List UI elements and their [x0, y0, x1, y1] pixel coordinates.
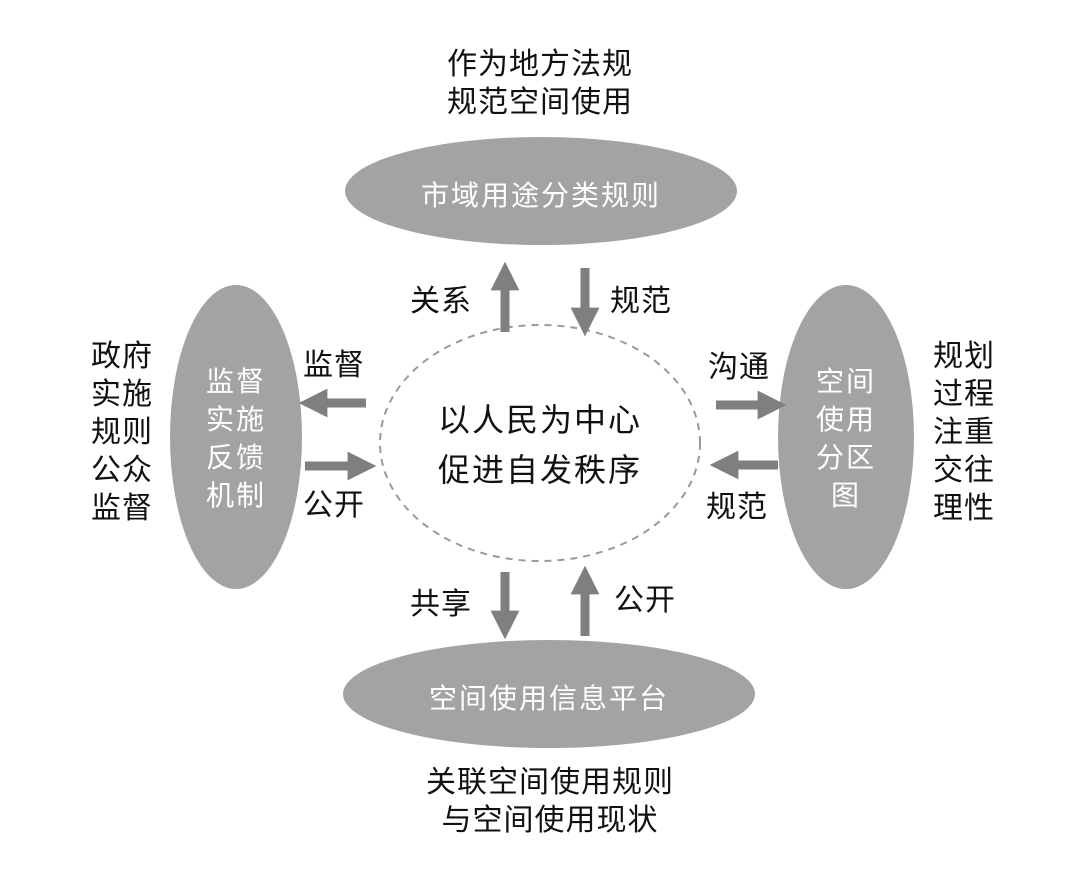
top-note-line1: 作为地方法规	[447, 47, 633, 82]
center-text: 以人民为中心 促进自发秩序	[400, 395, 680, 495]
left-ellipse-line: 机制	[205, 479, 266, 512]
right-note-line: 交往	[933, 453, 995, 488]
center-dashed-circle	[379, 324, 701, 562]
left-note-line: 规则	[91, 415, 153, 450]
right-arrow-left-label: 规范	[706, 490, 768, 525]
right-ellipse-line: 使用	[815, 403, 876, 436]
center-line1: 以人民为中心	[437, 401, 642, 439]
bottom-arrow-up-label: 公开	[614, 583, 676, 618]
center-line2: 促进自发秩序	[437, 451, 642, 489]
bottom-note: 关联空间使用规则 与空间使用现状	[400, 764, 700, 840]
right-ellipse-label: 空间 使用 分区 图	[806, 363, 886, 515]
right-ellipse	[778, 285, 914, 589]
left-arrow-right-label: 公开	[303, 488, 365, 523]
left-ellipse-line: 监督	[205, 365, 266, 398]
left-note-line: 实施	[91, 377, 153, 412]
left-note-line: 监督	[91, 491, 153, 526]
left-ellipse-label: 监督 实施 反馈 机制	[196, 363, 276, 515]
top-note: 作为地方法规 规范空间使用	[420, 46, 660, 122]
right-note-line: 规划	[933, 339, 995, 374]
left-note-line: 公众	[91, 453, 153, 488]
left-ellipse-line: 实施	[205, 403, 266, 436]
right-arrow-right-label: 沟通	[708, 350, 770, 385]
bottom-ellipse	[343, 640, 755, 748]
top-arrow-down-label: 规范	[610, 284, 672, 319]
top-note-line2: 规范空间使用	[447, 85, 633, 120]
bottom-note-line1: 关联空间使用规则	[426, 765, 674, 800]
left-note: 政府 实施 规则 公众 监督	[86, 338, 158, 528]
bottom-ellipse-label: 空间使用信息平台	[428, 682, 669, 715]
bottom-note-line2: 与空间使用现状	[441, 803, 659, 838]
left-ellipse-line: 反馈	[205, 441, 266, 474]
left-note-line: 政府	[91, 339, 153, 374]
top-ellipse	[345, 137, 737, 245]
left-arrow-left-label: 监督	[303, 348, 365, 383]
right-note-line: 注重	[933, 415, 995, 450]
bottom-arrow-down-label: 共享	[410, 587, 472, 622]
left-ellipse	[170, 285, 302, 589]
right-note-line: 理性	[933, 491, 995, 526]
right-note-line: 过程	[933, 377, 995, 412]
right-ellipse-line: 空间	[815, 365, 876, 398]
right-ellipse-line: 图	[830, 479, 861, 512]
top-arrow-up-label: 关系	[410, 284, 472, 319]
right-ellipse-line: 分区	[815, 441, 876, 474]
top-ellipse-label: 市域用途分类规则	[420, 179, 661, 212]
right-note: 规划 过程 注重 交往 理性	[928, 338, 1000, 528]
